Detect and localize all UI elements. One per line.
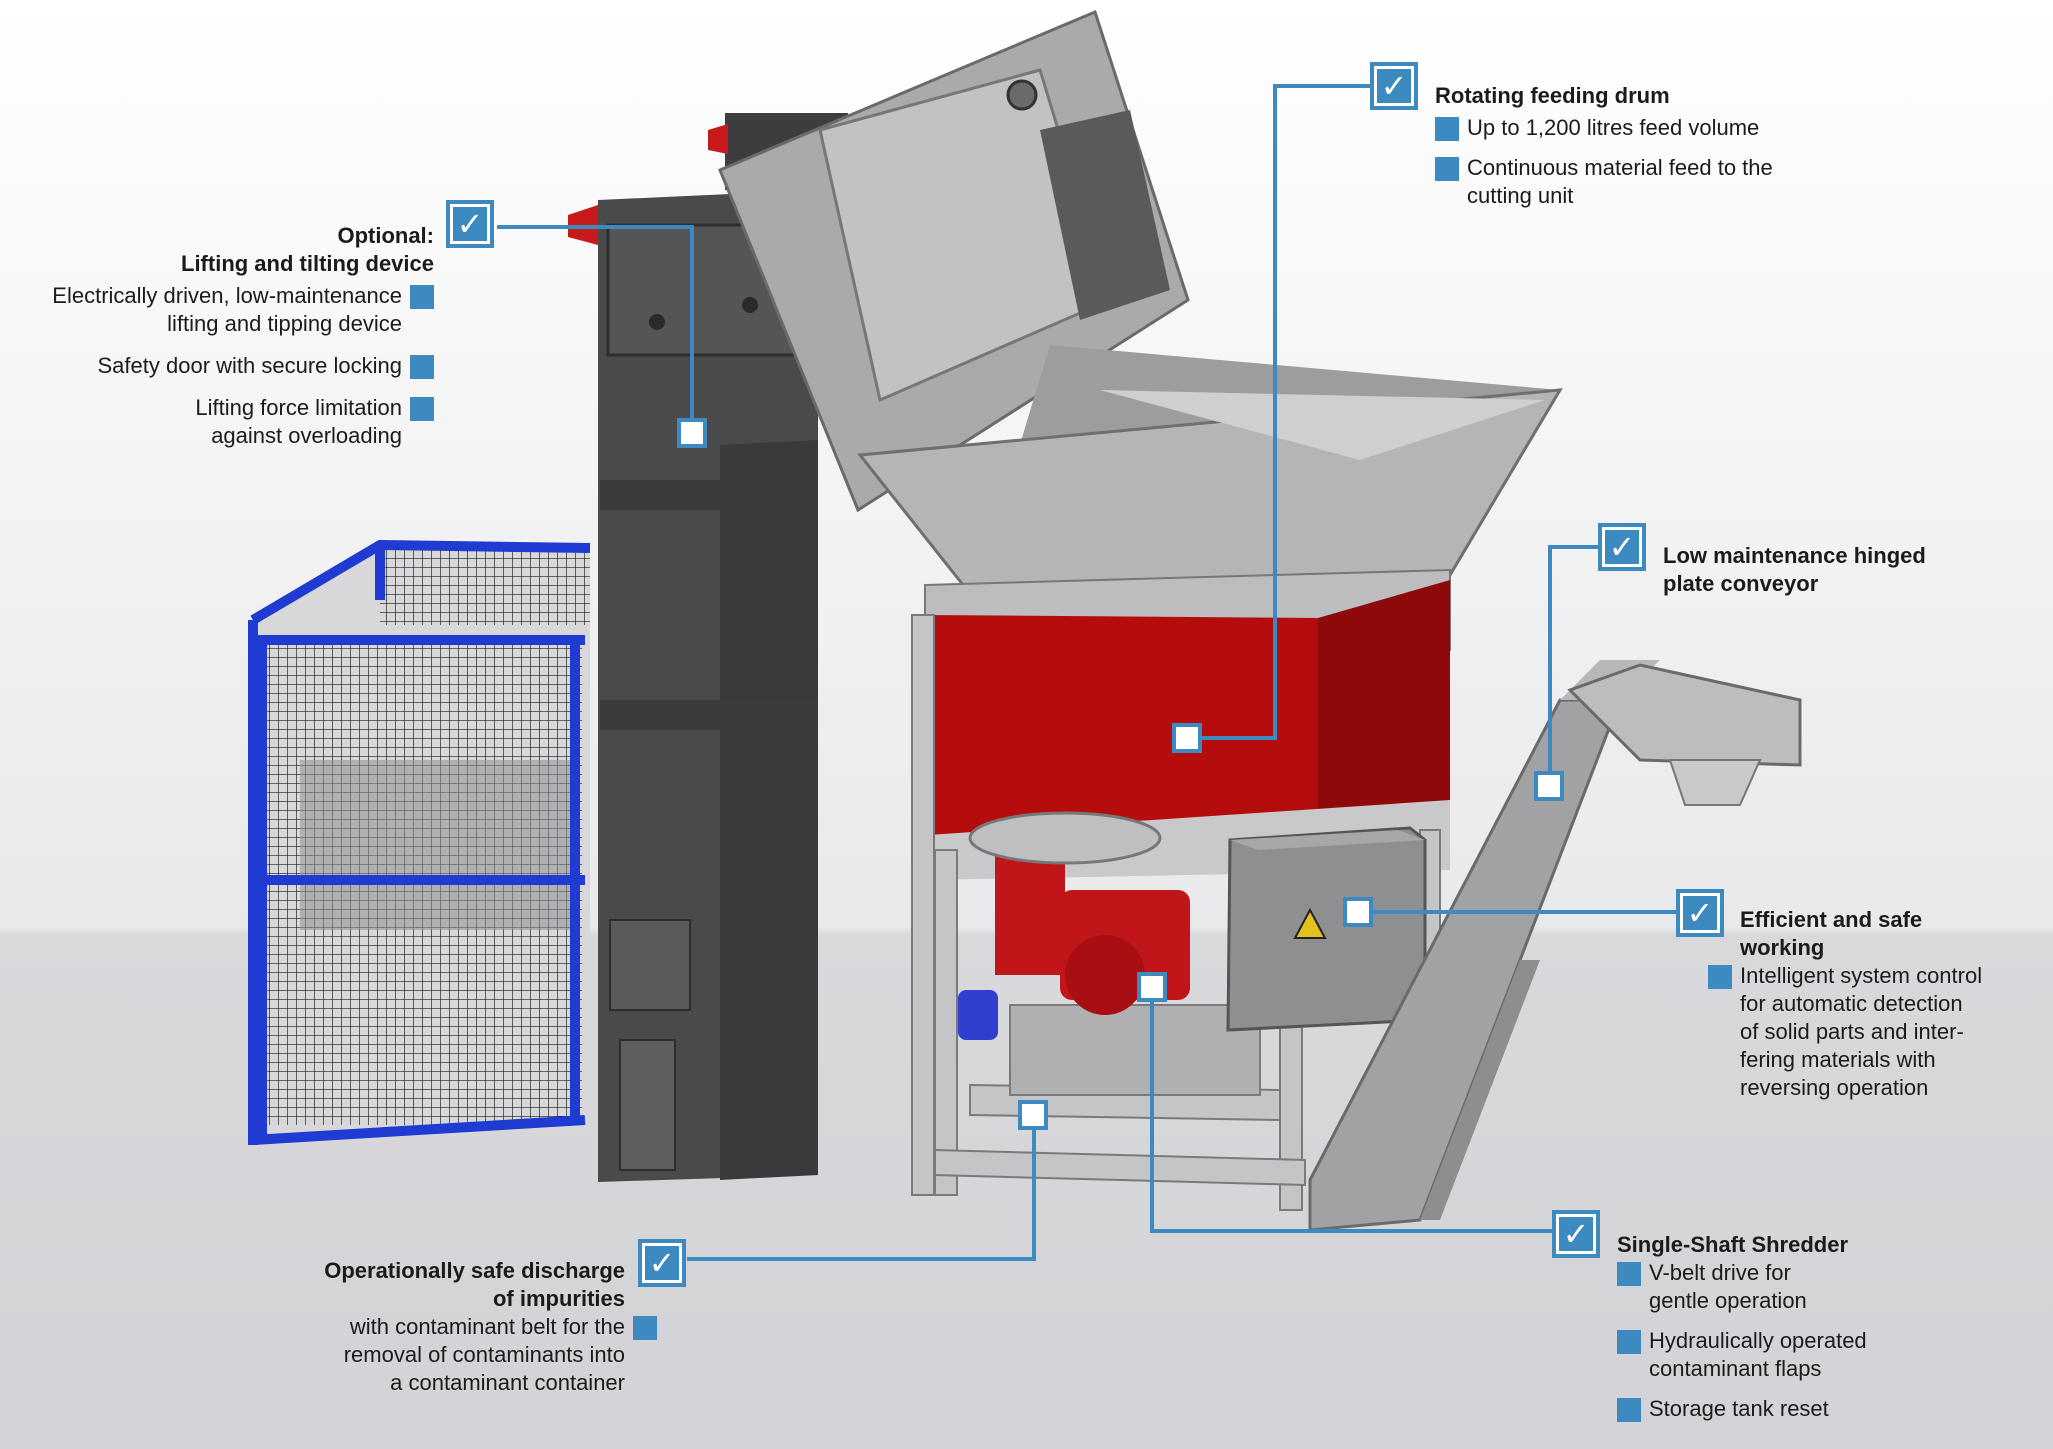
check-icon: ✓ <box>1605 530 1639 564</box>
callout-title: Low maintenance hinged <box>1663 543 1926 568</box>
callout-title: Efficient and safe <box>1740 907 1923 932</box>
marker-conveyor[interactable] <box>1534 771 1564 801</box>
callout-efficient-working: Efficient and safe working Intelligent s… <box>1708 906 2040 1102</box>
safety-cage <box>248 539 591 1145</box>
check-badge-lifting: ✓ <box>446 200 494 248</box>
callout-title: working <box>1740 935 1825 960</box>
callout-title: Operationally safe discharge <box>324 1258 625 1283</box>
callout-title: Optional: <box>337 223 434 248</box>
marker-control[interactable] <box>1343 897 1373 927</box>
check-badge-drum: ✓ <box>1370 62 1418 110</box>
check-badge-discharge: ✓ <box>638 1239 686 1287</box>
feeding-drum <box>718 9 1190 513</box>
marker-motor[interactable] <box>1137 972 1167 1002</box>
check-icon: ✓ <box>453 207 487 241</box>
feature-item: with contaminant belt for the removal of… <box>205 1313 657 1397</box>
feature-item: Storage tank reset <box>1617 1395 1977 1423</box>
callout-lifting-device: Optional: Lifting and tilting device Ele… <box>0 222 434 450</box>
callout-feeding-drum: Rotating feeding drum Up to 1,200 litres… <box>1435 82 1855 210</box>
check-icon: ✓ <box>645 1246 679 1280</box>
plate-conveyor <box>1308 660 1802 1232</box>
bullet-square <box>1708 965 1732 989</box>
callout-single-shaft-shredder: Single-Shaft Shredder V-belt drive for g… <box>1617 1231 1977 1423</box>
drive-motor <box>958 811 1190 1040</box>
callout-title: plate conveyor <box>1663 571 1819 596</box>
connector-lifting <box>497 225 694 433</box>
feature-item: Intelligent system control for automatic… <box>1708 962 2040 1102</box>
marker-lifting[interactable] <box>677 418 707 448</box>
feature-item: Hydraulically operated contaminant flaps <box>1617 1327 1977 1383</box>
feature-item: Continuous material feed to the cutting … <box>1435 154 1855 210</box>
check-badge-shredder: ✓ <box>1552 1210 1600 1258</box>
feature-item: Lifting force limitation against overloa… <box>0 394 434 450</box>
bullet-square <box>410 285 434 309</box>
feature-item: Up to 1,200 litres feed volume <box>1435 114 1855 142</box>
bullet-square <box>1435 117 1459 141</box>
marker-drum[interactable] <box>1172 723 1202 753</box>
bullet-square <box>1435 157 1459 181</box>
callout-plate-conveyor: Low maintenance hinged plate conveyor <box>1663 542 1963 598</box>
connector-shredder-motor <box>1150 988 1552 1233</box>
callout-title: Lifting and tilting device <box>181 251 434 276</box>
bullet-square <box>410 355 434 379</box>
callout-title: of impurities <box>492 1286 625 1311</box>
callout-title: Rotating feeding drum <box>1435 83 1670 108</box>
connector-drum <box>1188 84 1370 740</box>
feature-item: V-belt drive for gentle operation <box>1617 1259 1977 1315</box>
callout-safe-discharge: Operationally safe discharge of impuriti… <box>205 1257 657 1397</box>
connector-conveyor <box>1548 545 1602 787</box>
callout-title: Single-Shaft Shredder <box>1617 1232 1849 1257</box>
check-icon: ✓ <box>1559 1217 1593 1251</box>
feature-item: Electrically driven, low-maintenance lif… <box>0 282 434 338</box>
check-icon: ✓ <box>1377 69 1411 103</box>
feature-item: Safety door with secure locking <box>0 352 434 380</box>
check-badge-efficient: ✓ <box>1676 889 1724 937</box>
marker-discharge[interactable] <box>1018 1100 1048 1130</box>
bullet-square <box>1617 1262 1641 1286</box>
connector-discharge <box>687 1115 1036 1261</box>
bullet-square <box>1617 1330 1641 1354</box>
control-cabinet <box>1226 826 1427 1032</box>
bullet-square <box>633 1316 657 1340</box>
bullet-square <box>1617 1398 1641 1422</box>
check-badge-conveyor: ✓ <box>1598 523 1646 571</box>
bullet-square <box>410 397 434 421</box>
check-icon: ✓ <box>1683 896 1717 930</box>
